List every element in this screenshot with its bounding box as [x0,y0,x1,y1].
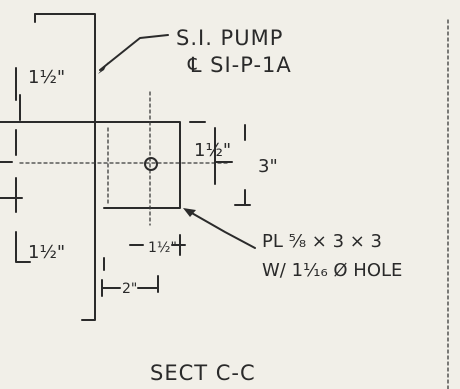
plate-note-line1: PL ⁵⁄₈ × 3 × 3 [262,231,382,252]
dim-right-vertical-1-label: 1½" [194,140,231,161]
pump-leader-arrow [98,62,108,74]
pump-column-outline [34,13,96,321]
dim-lower-left-label: 1½" [28,242,65,263]
plate-note-line2: W/ 1¹⁄₁₆ Ø HOLE [262,260,402,281]
left-dim-line-bottom [15,231,31,263]
plate-top-edge [0,121,181,209]
dim-bottom-label: 2" [122,281,137,297]
dim-right-vertical-2-label: 3" [258,156,278,177]
plate-leader-arrow [183,208,196,217]
section-title: SECT C-C [150,361,256,385]
bottom-dim-ticks [101,275,159,297]
plate-leader-line [189,211,256,249]
plate-hole [144,157,158,171]
pump-label-line1: S.I. PUMP [176,26,283,50]
dim-lower-mid-label: 1½" [148,240,177,256]
pump-leader-line [99,34,169,71]
dim-top-left-label: 1½" [28,67,65,88]
pump-label-line2: ℄ SI-P-1A [187,53,292,77]
